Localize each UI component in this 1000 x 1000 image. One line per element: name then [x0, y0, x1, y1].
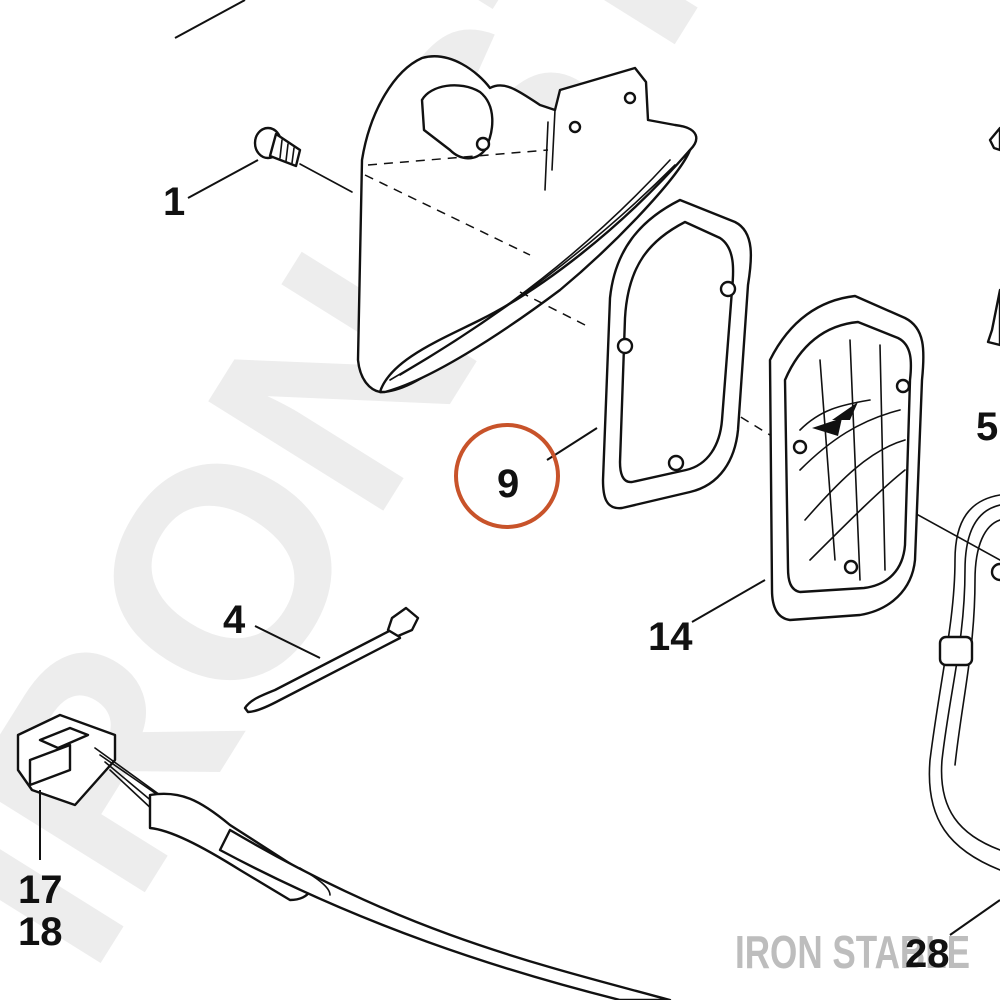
callout-1: 1	[163, 180, 185, 224]
callout-18: 18	[18, 910, 63, 954]
leader-1	[187, 159, 259, 199]
watermark-brand: IRON STABLE	[735, 926, 970, 978]
part-28-wire-harness	[928, 494, 1000, 871]
part-9-gasket	[601, 198, 753, 510]
cover-housing	[356, 55, 698, 394]
edge-line	[174, 0, 246, 39]
leader-28	[949, 899, 1000, 936]
callout-4: 4	[223, 598, 246, 642]
part-4-cable-tie	[243, 606, 420, 714]
highlight-ring-9	[454, 423, 560, 529]
leader-14	[691, 579, 766, 623]
callout-5: 5	[976, 405, 998, 449]
part-14-lens	[768, 294, 925, 622]
part-5-bracket	[986, 126, 1000, 347]
callout-14: 14	[648, 615, 693, 659]
part-1-axis	[299, 163, 353, 193]
callout-9: 9	[497, 462, 519, 506]
callout-17: 17	[18, 868, 63, 912]
part-17-18-connector	[16, 713, 672, 1000]
callout-28: 28	[905, 932, 950, 976]
leader-4	[254, 625, 321, 659]
assembly-axis-upper	[519, 291, 586, 326]
assembly-axis-mid2	[699, 391, 771, 436]
part-1-screw	[253, 126, 302, 168]
